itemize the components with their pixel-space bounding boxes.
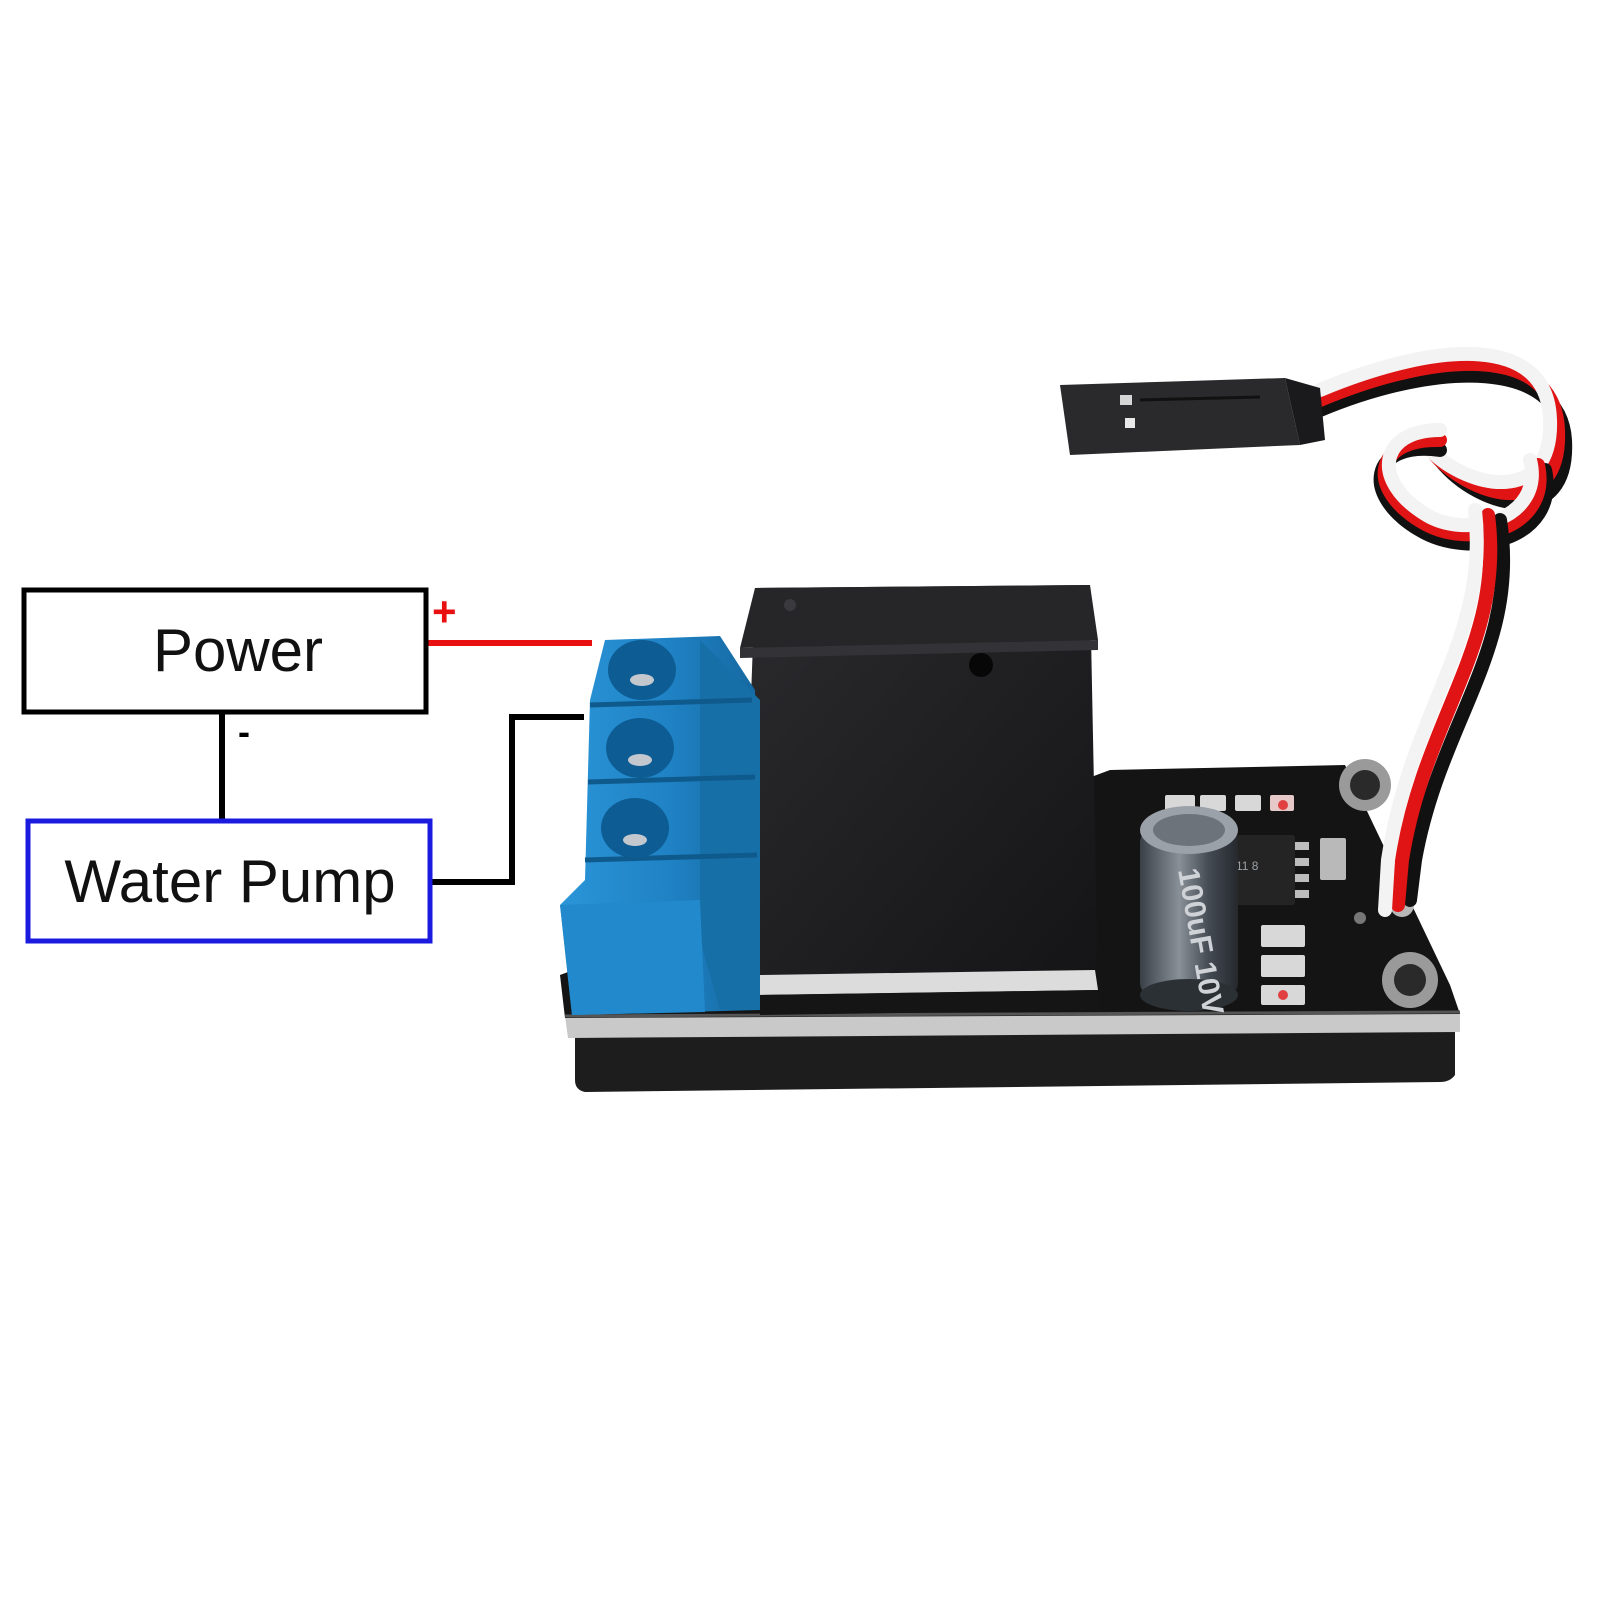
terminal-screw [606, 718, 674, 778]
mounting-hole [1339, 759, 1391, 811]
mounting-hole [1382, 952, 1438, 1008]
pump-wire [430, 714, 584, 885]
smd-components [1165, 795, 1346, 1005]
water-pump-label: Water Pump [64, 848, 395, 915]
relay-body [740, 585, 1098, 1015]
terminal-screw [608, 640, 676, 700]
plus-sign: + [432, 588, 457, 635]
water-pump-box: Water Pump [25, 818, 433, 944]
power-label: Power [153, 617, 323, 684]
power-box: Power [21, 587, 429, 715]
relay-module-icon: A11 8 100uF 10V [560, 346, 1573, 1092]
minus-sign: - [238, 711, 250, 752]
screw-terminal-icon [560, 636, 760, 1015]
foam-pad [575, 1030, 1455, 1092]
servo-cable-icon [1313, 346, 1573, 917]
capacitor-icon: 100uF 10V [1140, 806, 1238, 1017]
tape-layer [565, 1012, 1460, 1038]
terminal-screw [601, 798, 669, 858]
dupont-connector-icon [1060, 378, 1325, 455]
